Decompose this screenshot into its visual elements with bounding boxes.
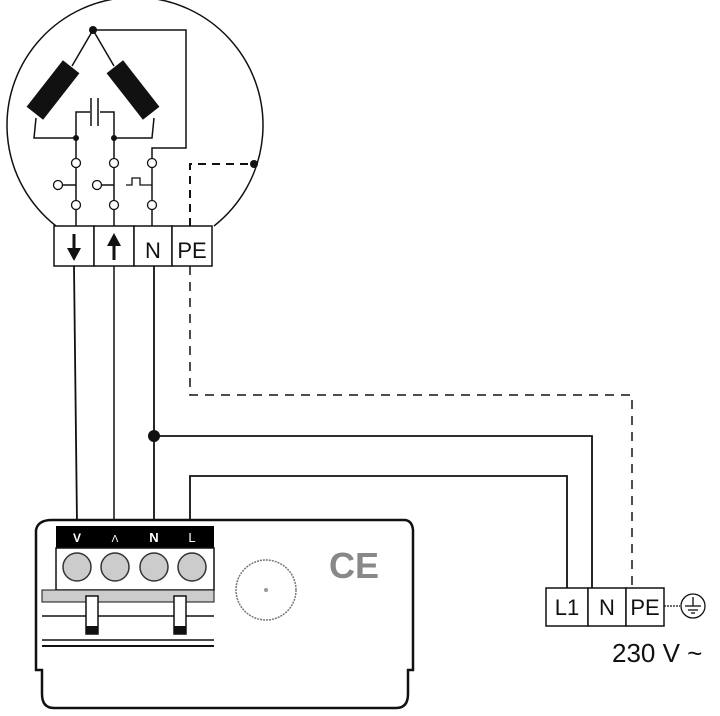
arrow-up-icon [107, 233, 121, 260]
limit-switch-down-icon [52, 138, 82, 226]
supply-terminal-block [545, 587, 665, 627]
controller-terminal-n-label: N [149, 530, 158, 545]
lamp-terminal-n-label: N [145, 238, 161, 263]
adjust-knob-icon[interactable] [235, 559, 297, 621]
controller-terminal-l-label: L [188, 530, 195, 545]
wires [73, 265, 633, 590]
supply-terminal-pe-label: PE [630, 595, 659, 620]
coil-right-icon [106, 60, 160, 120]
ground-icon [664, 593, 706, 619]
capacitor-icon [75, 98, 115, 138]
wire-live [189, 475, 568, 590]
wire-neutral-supply [154, 435, 593, 590]
supply-terminal-l1-label: L1 [555, 595, 579, 620]
thermal-switch-icon [126, 157, 158, 226]
controller-terminal-screws [62, 552, 207, 582]
supply-terminal-n-label: N [599, 595, 615, 620]
arrow-down-icon [67, 234, 81, 261]
coil-left-icon [26, 60, 80, 120]
limit-switch-up-icon [91, 138, 120, 226]
supply-voltage-label: 230 V ~ [612, 638, 702, 668]
controller-terminal-down-label: V [73, 531, 81, 545]
wire-pe [189, 266, 633, 590]
lamp-terminal-pe-label: PE [177, 238, 206, 263]
lamp-unit [6, 0, 264, 227]
ce-mark: CE [329, 545, 379, 586]
controller-terminal-up-label: Λ [112, 534, 119, 545]
wire-down [73, 265, 78, 525]
